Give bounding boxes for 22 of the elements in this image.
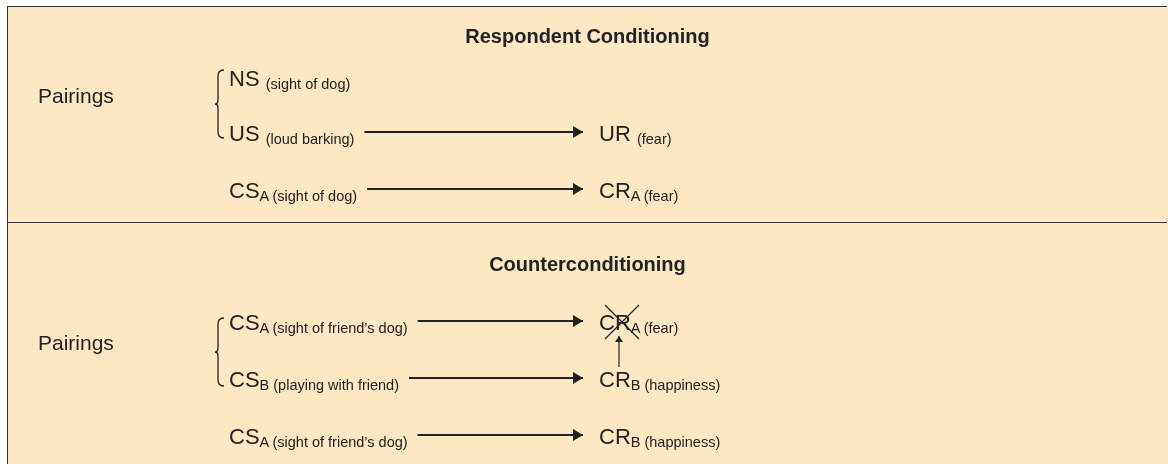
section-panel [7, 222, 1167, 464]
row-label: Pairings [38, 84, 114, 108]
arrow [615, 335, 623, 368]
term-text: US $_{(loud barking)}$ [229, 119, 355, 149]
term-text: CS$_{A (sight of dog)}$ [229, 176, 358, 206]
term-text: CR$_{B (happiness)}$ [599, 365, 721, 395]
arrow [416, 429, 584, 441]
arrow [408, 372, 584, 384]
row-label: Pairings [38, 331, 114, 355]
term-text: NS $_{(sight of dog)}$ [229, 64, 351, 94]
term-text: CR$_{B (happiness)}$ [599, 422, 721, 452]
section-heading: Counterconditioning [489, 253, 686, 276]
arrow [363, 126, 584, 138]
term-text: CS$_{A (sight of friend’s dog)}$ [229, 308, 408, 338]
arrow [416, 315, 584, 327]
term-text: CS$_{B (playing with friend)}$ [229, 365, 399, 395]
term-text: CR$_{A (fear)}$ [599, 176, 679, 206]
section-panel [7, 6, 1167, 222]
term-text: CS$_{A (sight of friend’s dog)}$ [229, 422, 408, 452]
term-text: UR $_{(fear)}$ [599, 119, 672, 149]
section-heading: Respondent Conditioning [465, 25, 710, 48]
arrow [366, 183, 584, 195]
